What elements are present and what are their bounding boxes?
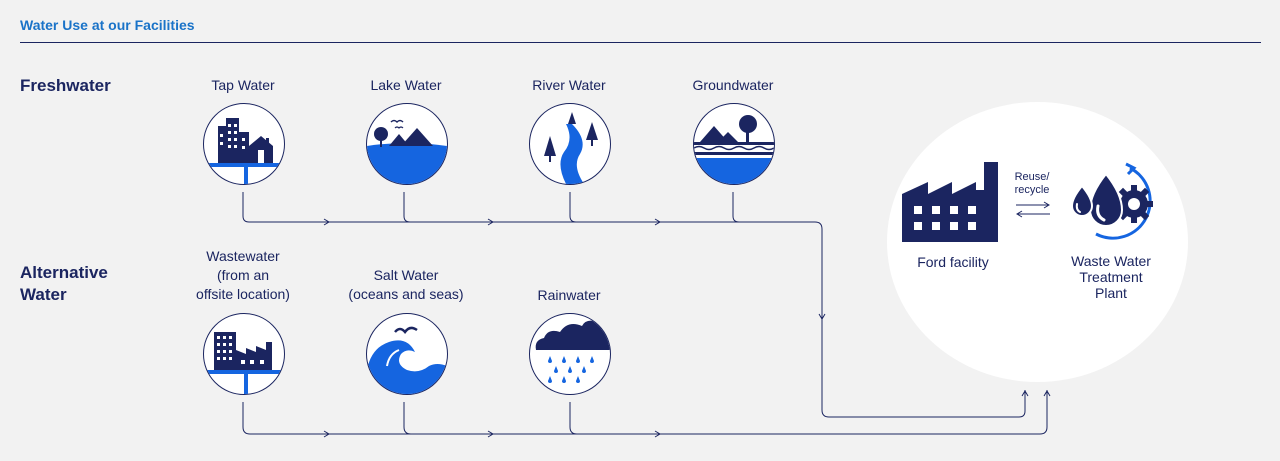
lake-water-icon [366,103,448,185]
groundwater-icon [693,103,775,185]
title-divider [20,42,1261,43]
lake-drop-line [403,192,411,223]
arrow-down [818,313,826,320]
arrow-right [654,430,661,438]
exchange-arrows-icon [1016,201,1050,218]
ground-drop-line [732,192,740,223]
label-river-water: River Water [532,77,606,93]
label-rainwater: Rainwater [537,287,601,303]
label-wastewater: Wastewater (from an offsite location) [196,248,290,302]
arrow-right [487,218,494,226]
treatment-plant-label: Waste Water Treatment Plant [1071,253,1151,301]
alternative-flow-line [242,390,1048,435]
label-tap-water: Tap Water [211,77,275,93]
arrow-right [323,430,330,438]
ford-facility-label: Ford facility [917,254,989,270]
river-water-icon [529,103,611,185]
arrow-right [487,430,494,438]
tap-water-icon [203,103,285,185]
arrow-up [1021,390,1029,397]
rainwater-icon [529,313,611,395]
label-salt-water: Salt Water (oceans and seas) [348,267,464,302]
reuse-recycle-label: Reuse/ recycle [1014,171,1050,196]
arrow-right [654,218,661,226]
category-freshwater: Freshwater [20,76,111,95]
category-alternative-water: Alternative Water [20,263,108,304]
arrow-up [1043,390,1051,397]
river-drop-line [569,192,577,223]
salt-water-icon [366,313,448,395]
diagram-title: Water Use at our Facilities [20,17,195,33]
salt-drop-line [403,402,412,435]
arrow-right [323,218,330,226]
rain-drop-line [569,402,578,435]
wastewater-icon [203,313,285,395]
factory-icon [902,162,998,242]
treatment-plant-icon [1070,162,1153,240]
label-lake-water: Lake Water [370,77,442,93]
label-groundwater: Groundwater [692,77,774,93]
